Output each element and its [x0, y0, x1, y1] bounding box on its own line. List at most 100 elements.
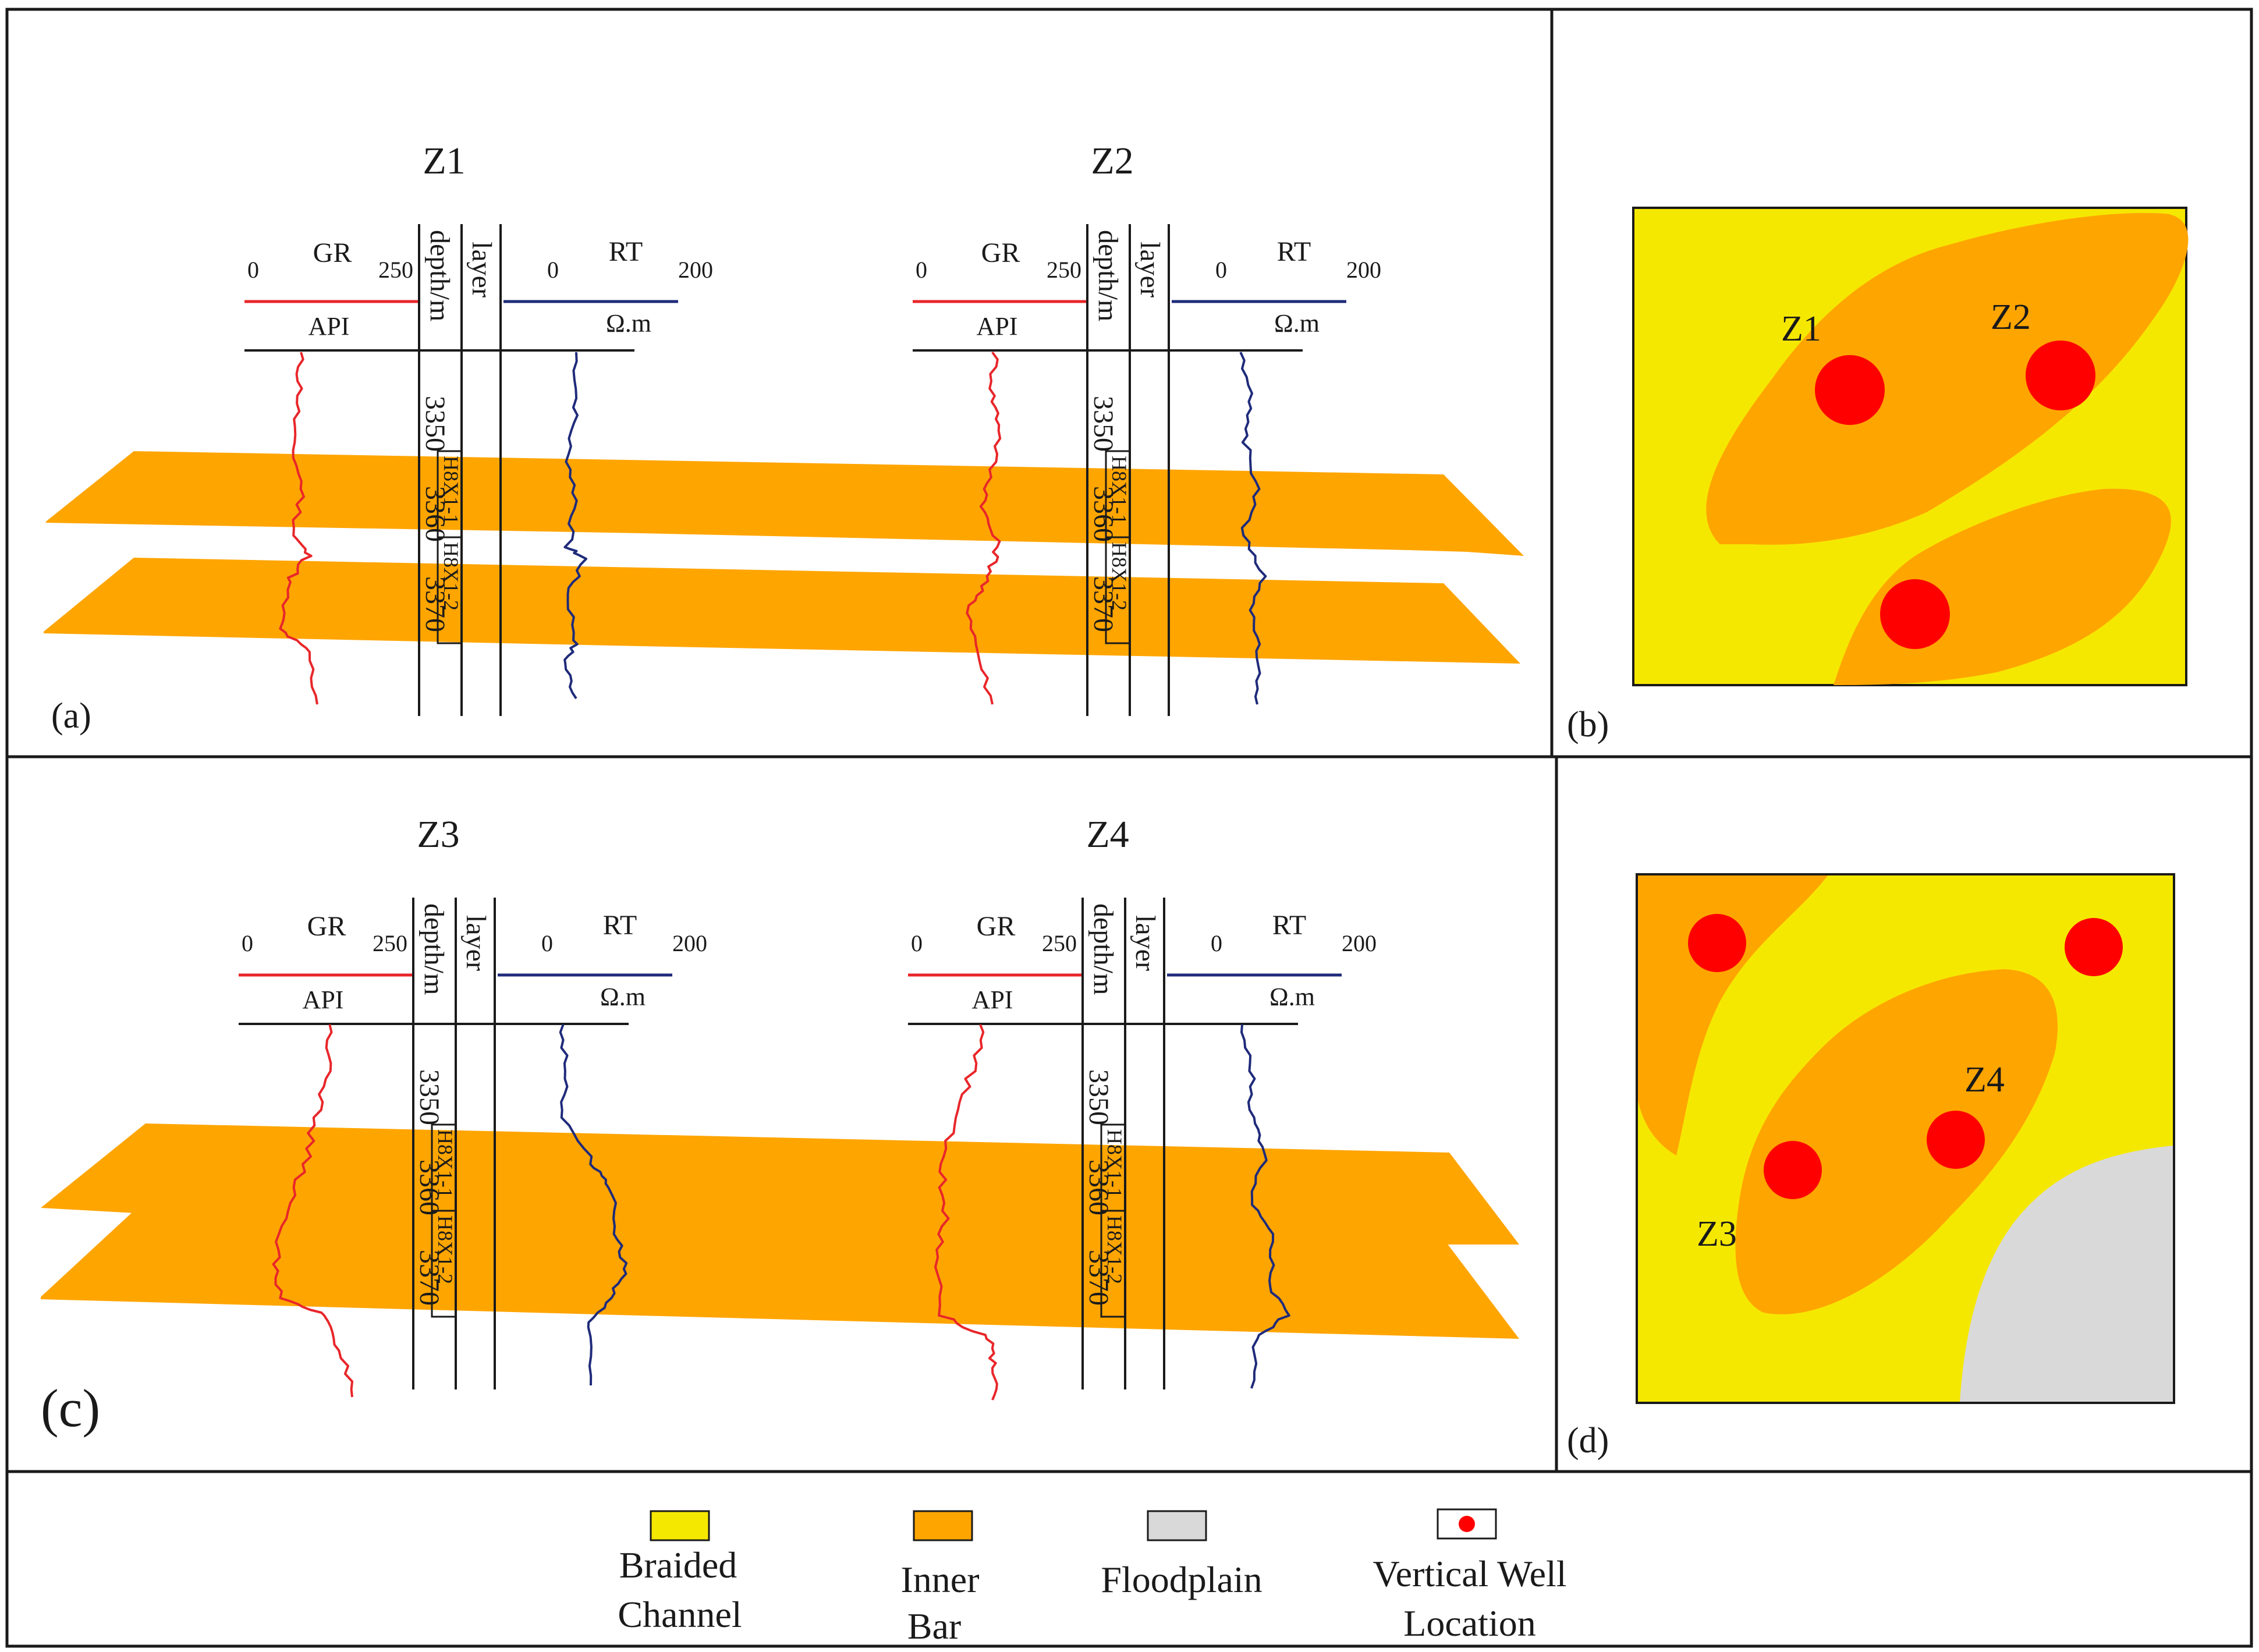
panel-c-sand-bodies	[41, 1123, 1519, 1339]
depth-tick: 3370	[420, 576, 451, 632]
layer-header: layer	[1130, 915, 1161, 971]
well-title: Z2	[1091, 140, 1133, 182]
legend-label-well-2: Location	[1403, 1603, 1535, 1644]
map-b-well-3	[1880, 579, 1950, 649]
layer-header: layer	[466, 242, 497, 297]
legend-well-dot	[1459, 1516, 1475, 1532]
legend: Braided Channel Inner Bar Floodplain Ver…	[618, 1508, 1567, 1647]
panel-b-map: Z1 Z2	[1632, 207, 2189, 686]
depth-tick: 3370	[414, 1250, 445, 1306]
sand-body-a-lower	[44, 558, 1520, 664]
gr-curve	[966, 351, 1002, 705]
gr-max: 250	[378, 257, 413, 283]
layer-name: H8X1-2	[1103, 1215, 1126, 1284]
gr-unit: API	[303, 985, 344, 1014]
depth-tick: 3350	[420, 396, 451, 452]
map-b-label-z2: Z2	[1991, 297, 2031, 337]
gr-label: GR	[981, 237, 1020, 268]
map-b-well-z1	[1815, 355, 1885, 425]
panel-label-a: (a)	[51, 696, 91, 736]
rt-curve	[1239, 352, 1267, 705]
panel-label-b: (b)	[1567, 705, 1609, 745]
legend-item-well-location: Vertical Well Location	[1373, 1508, 1567, 1644]
gr-unit: API	[308, 312, 350, 341]
map-d-label-z3: Z3	[1697, 1214, 1737, 1254]
layer-box	[1105, 536, 1131, 644]
depth-tick: 3360	[1083, 1160, 1114, 1215]
map-d-well-2	[2065, 918, 2123, 976]
gr-label: GR	[313, 237, 352, 268]
sand-body-c-upper	[41, 1123, 1519, 1245]
layer-header: layer	[1134, 242, 1165, 297]
gr-label: GR	[977, 911, 1016, 942]
gr-max: 250	[373, 930, 407, 956]
layer-name: H8X1-2	[439, 542, 463, 611]
rt-min: 0	[1211, 930, 1222, 956]
rt-unit: Ω.m	[1269, 983, 1315, 1011]
rt-max: 200	[1346, 257, 1381, 283]
legend-label-braided-1: Braided	[619, 1544, 737, 1586]
layer-box	[1100, 1210, 1126, 1318]
depth-header: depth/m	[1093, 230, 1123, 321]
rt-min: 0	[541, 930, 553, 956]
layer-name: H8X1-1	[439, 456, 463, 524]
panel-label-c: (c)	[41, 1378, 100, 1438]
panel-a-sand-bodies	[44, 451, 1524, 664]
gr-max: 250	[1047, 257, 1081, 283]
depth-tick: 3360	[414, 1160, 445, 1215]
gr-curve	[279, 352, 318, 705]
depth-tick: 3350	[1083, 1069, 1114, 1125]
rt-curve	[559, 1024, 628, 1386]
depth-tick: 3370	[1088, 576, 1119, 632]
legend-label-inner-1: Inner	[900, 1559, 979, 1600]
layer-name: H8X1-2	[1108, 542, 1131, 611]
layer-name: H8X1-2	[434, 1215, 457, 1284]
legend-item-inner-bar: Inner Bar	[900, 1510, 980, 1647]
layer-box	[437, 536, 463, 644]
layer-name: H8X1-1	[1108, 456, 1131, 524]
gr-curve	[272, 1024, 354, 1398]
map-d-well-1	[1688, 914, 1746, 972]
well-title: Z4	[1086, 813, 1129, 856]
depth-header: depth/m	[1088, 903, 1119, 995]
sand-body-a-upper	[45, 451, 1524, 556]
layer-box	[431, 1210, 457, 1318]
legend-item-braided-channel: Braided Channel	[618, 1510, 742, 1635]
gr-min: 0	[247, 257, 259, 283]
rt-label: RT	[609, 236, 643, 267]
rt-label: RT	[603, 910, 637, 941]
layer-name: H8X1-1	[434, 1129, 457, 1198]
rt-unit: Ω.m	[1274, 309, 1320, 338]
gr-unit: API	[977, 312, 1018, 341]
legend-label-floodplain: Floodplain	[1101, 1559, 1262, 1600]
map-d-floodplain	[1960, 1146, 2173, 1402]
rt-curve	[563, 352, 588, 700]
map-d-inner-bar-topleft	[1638, 875, 1828, 1155]
legend-swatch-floodplain	[1147, 1510, 1207, 1541]
gr-curve	[934, 1024, 998, 1401]
map-d-label-z4: Z4	[1964, 1060, 2005, 1100]
rt-max: 200	[1342, 930, 1377, 956]
frame	[5, 8, 2253, 1648]
gr-min: 0	[916, 257, 927, 283]
rt-label: RT	[1272, 910, 1306, 941]
map-d-well-z4	[1927, 1111, 1985, 1169]
depth-tick: 3360	[420, 486, 451, 542]
gr-min: 0	[242, 930, 253, 956]
legend-swatch-braided	[650, 1510, 710, 1541]
outer-border	[5, 8, 2253, 1648]
rt-min: 0	[1215, 257, 1227, 283]
legend-item-floodplain: Floodplain	[1101, 1510, 1263, 1600]
legend-label-well-1: Vertical Well	[1373, 1553, 1566, 1594]
depth-header: depth/m	[424, 230, 455, 321]
map-d-inner-bar-center	[1735, 969, 2058, 1314]
rt-max: 200	[678, 257, 713, 283]
depth-header: depth/m	[419, 903, 449, 995]
